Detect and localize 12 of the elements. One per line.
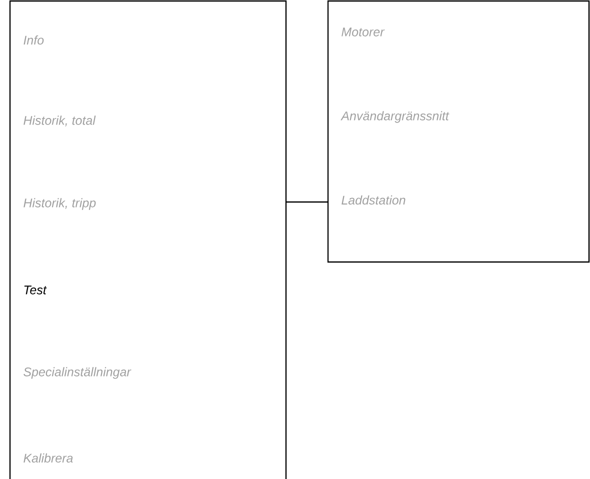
- menu-panel: [9, 0, 287, 479]
- menu-item: Laddstation: [342, 195, 406, 205]
- menu-item: Specialinställningar: [24, 367, 132, 379]
- menu-item: Historik, total: [24, 116, 96, 126]
- menu-item: Kalibrera: [24, 453, 73, 463]
- menu-panel: [327, 0, 590, 263]
- menu-item: Test: [24, 286, 47, 294]
- menu-item: Historik, tripp: [24, 198, 96, 210]
- connector-line: [286, 201, 328, 203]
- menu-item: Info: [24, 35, 44, 45]
- menu-item: Användargränssnitt: [340, 111, 450, 123]
- menu-item: Motorer: [342, 28, 385, 36]
